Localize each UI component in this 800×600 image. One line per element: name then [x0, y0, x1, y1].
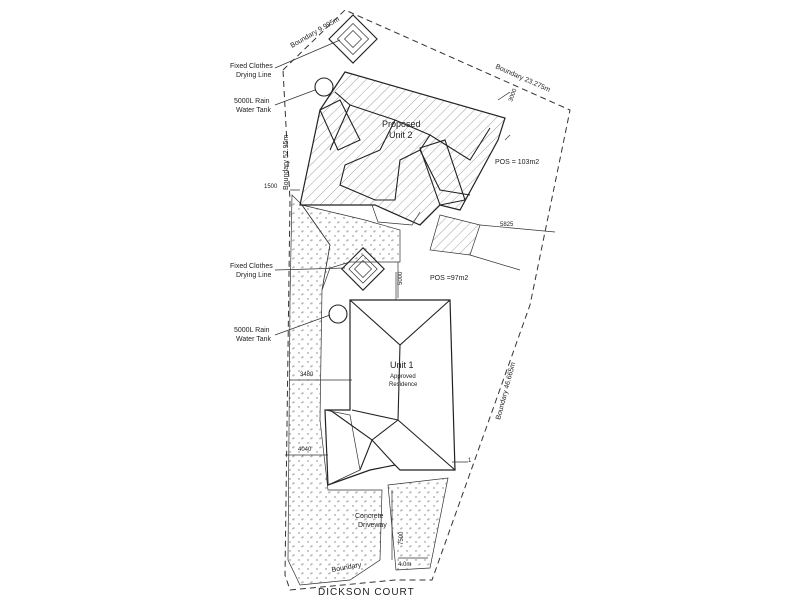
- dim-1: 1: [468, 458, 472, 464]
- leader-lines: [274, 39, 346, 336]
- driveway-label-a: Concrete: [355, 513, 384, 520]
- unit1-garage: [324, 409, 361, 486]
- rain-tank-1-icon: [314, 77, 334, 97]
- unit1-ridges: [329, 299, 456, 471]
- clothes-line-1-label-b: Drying Line: [236, 72, 272, 79]
- clothes-line-1-label-a: Fixed Clothes: [230, 63, 273, 70]
- clothes-line-2-label-a: Fixed Clothes: [230, 263, 273, 270]
- street-name: DICKSON COURT: [318, 587, 415, 598]
- unit2-label-a: Proposed: [382, 119, 421, 129]
- unit1-label-b: Approved: [390, 374, 416, 380]
- dim-1500: 1500: [264, 184, 278, 190]
- dim-5825: 5825: [500, 222, 514, 228]
- dim-5000: 5000: [398, 271, 404, 285]
- clothes-line-2-label-b: Drying Line: [236, 272, 272, 279]
- clothes-line-2-icon: [341, 247, 385, 291]
- rain-tank-1-label-b: Water Tank: [236, 107, 272, 114]
- rain-tank-1-label-a: 5000L Rain: [234, 98, 270, 105]
- unit2-label-b: Unit 2: [389, 130, 413, 140]
- rain-tank-2-label-b: Water Tank: [236, 336, 272, 343]
- site-boundary: [282, 9, 571, 591]
- pos-hatch-paving: [429, 214, 481, 256]
- dim-3000-top: 3000: [508, 87, 518, 102]
- rain-tank-2-label-a: 5000L Rain: [234, 327, 270, 334]
- unit1-label-c: Residence: [389, 382, 418, 388]
- unit2-wing-left: [319, 99, 361, 151]
- dim-4-0m: 4.0m: [398, 562, 411, 568]
- pos-unit2-label: POS = 103m2: [495, 159, 539, 166]
- dim-4040: 4040: [298, 447, 312, 453]
- unit2-ridges: [329, 91, 491, 201]
- unit2-porch: [371, 204, 421, 226]
- unit2-wing-right: [419, 139, 466, 206]
- boundary-left-label: Boundary 52.95m: [283, 135, 290, 190]
- pos-lines: [290, 134, 556, 298]
- dimension-lines: [285, 91, 511, 560]
- dim-3480: 3480: [300, 372, 314, 378]
- pos-unit1-label: POS =97m2: [430, 275, 468, 282]
- unit2-roof: [299, 71, 506, 226]
- clothes-line-1-icon: [328, 14, 378, 64]
- front-driveway: [387, 477, 449, 571]
- unit1-label-a: Unit 1: [390, 360, 414, 370]
- dim-7500: 7500: [399, 531, 405, 545]
- boundary-top-label: Boundary 9.995m: [290, 16, 342, 50]
- unit1-roof: [324, 299, 456, 486]
- driveway-label-b: Driveway: [358, 522, 387, 529]
- rain-tank-2-icon: [328, 304, 348, 324]
